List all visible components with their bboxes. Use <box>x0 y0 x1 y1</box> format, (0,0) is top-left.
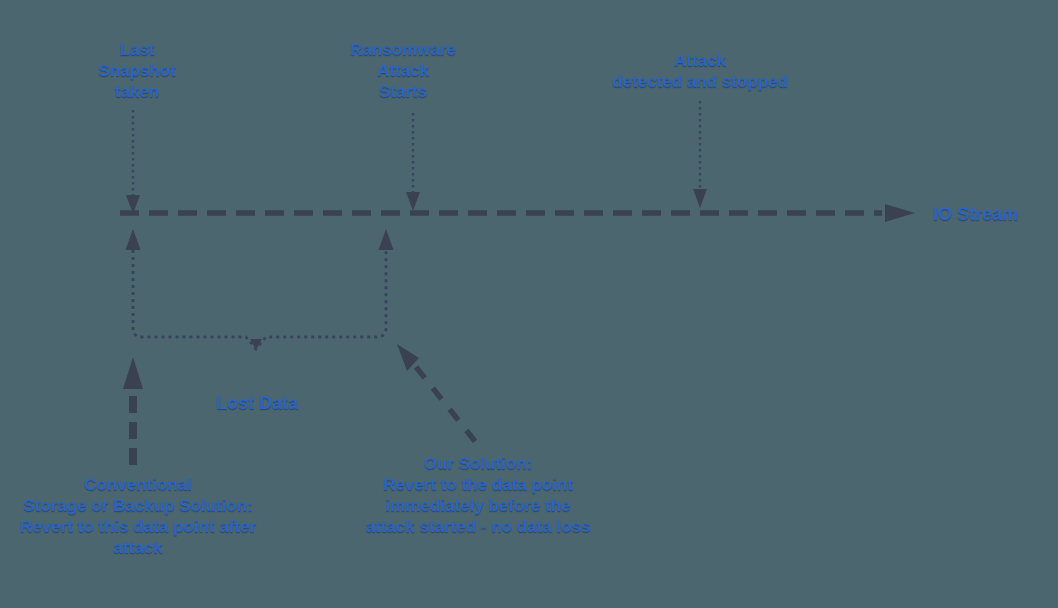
our-solution-label: Our Solution: Revert to the data point i… <box>365 454 591 536</box>
conventional-arrowhead-icon <box>123 357 143 389</box>
ransomware-arrowhead-icon <box>406 192 420 211</box>
lost-data-right-arrowhead-icon <box>378 229 394 250</box>
last-snapshot-arrowhead-icon <box>126 195 140 214</box>
lost-data-label: Lost Data <box>215 393 298 413</box>
our-solution-arrow-line <box>413 365 485 452</box>
ransomware-attack-label: Ransomware Attack Starts <box>350 40 456 101</box>
lost-data-left-arrowhead-icon <box>125 229 141 250</box>
io-stream-arrowhead-icon <box>885 204 915 222</box>
lost-data-bracket <box>131 250 388 352</box>
last-snapshot-label: Last Snapshot taken <box>98 40 176 101</box>
conventional-solution-label: Conventional Storage or Backup Solution:… <box>19 475 257 557</box>
our-solution-arrowhead-icon <box>397 344 419 371</box>
io-stream-label: IO Stream <box>933 204 1019 224</box>
lost-data-center-tip-icon <box>250 339 262 350</box>
attack-detected-label: Attack detected and stopped <box>612 51 788 91</box>
attack-detected-arrowhead-icon <box>693 189 707 208</box>
